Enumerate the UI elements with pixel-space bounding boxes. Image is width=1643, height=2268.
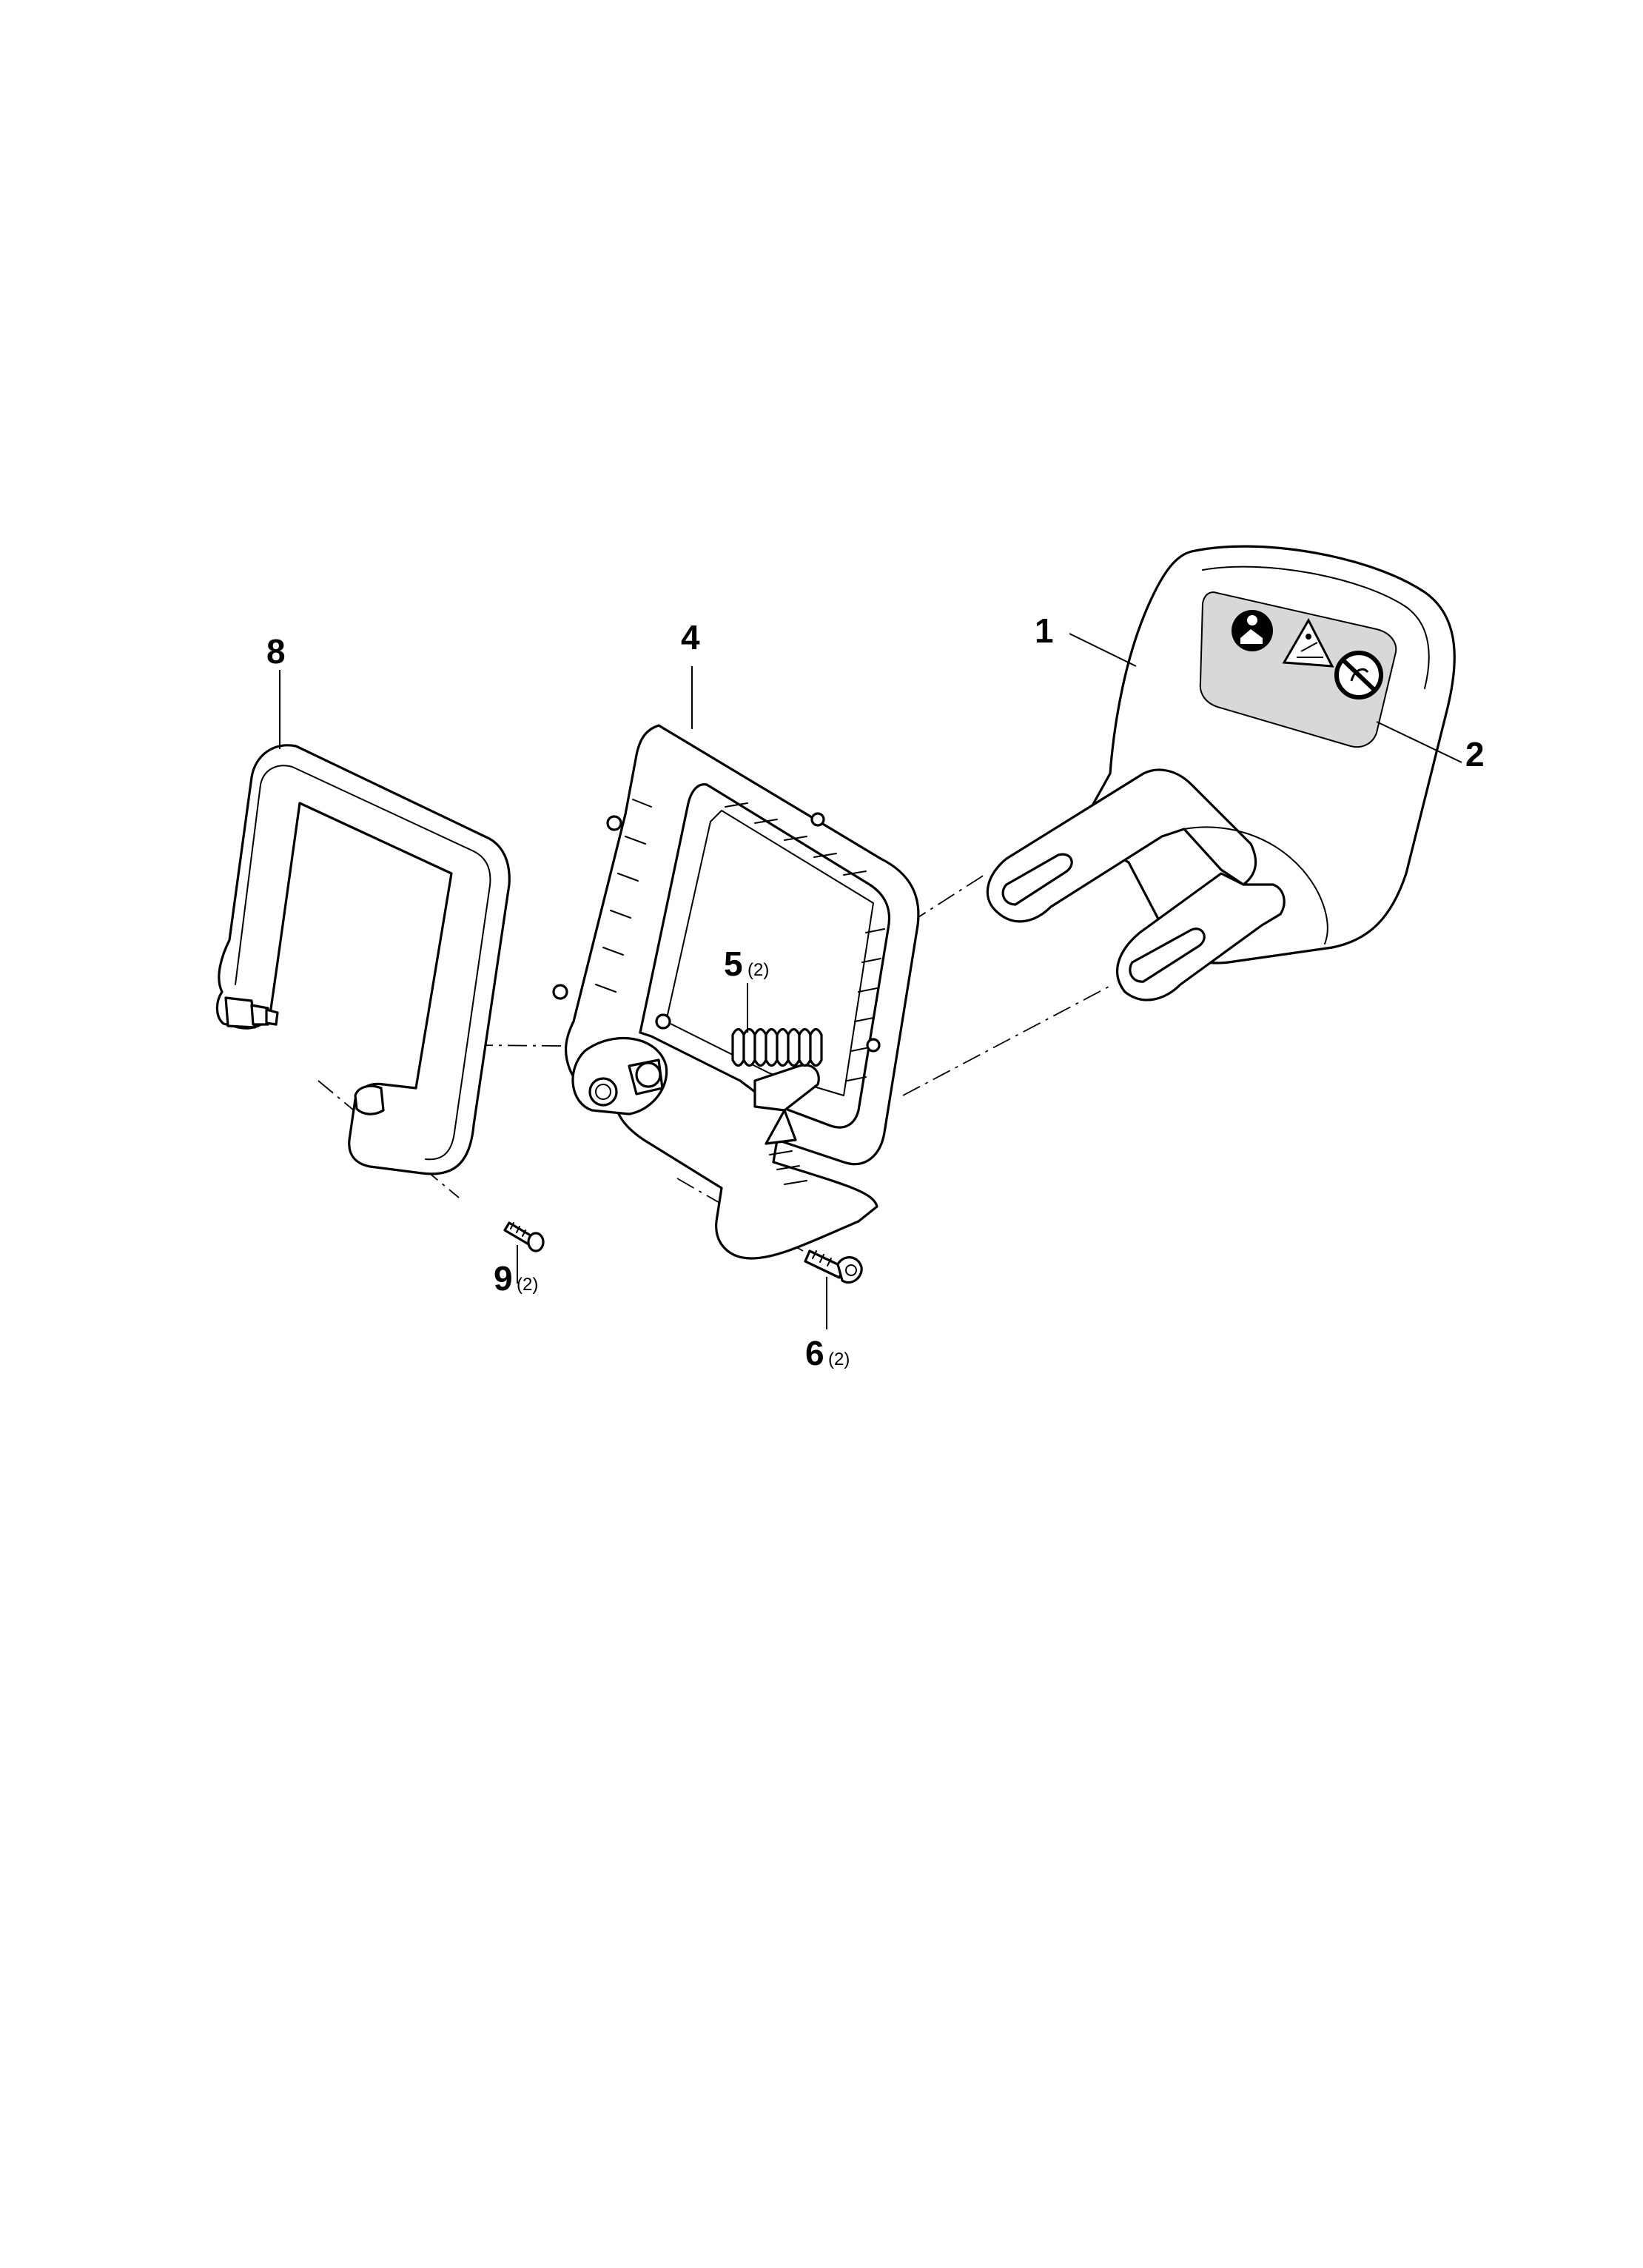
- callout-labels: 1 2 4 5 (2) 6 (2) 8 9 (2): [266, 611, 1485, 1372]
- callout-4-label: 4: [681, 618, 700, 657]
- callout-9-qty: (2): [517, 1275, 538, 1295]
- callout-6-label: 6: [805, 1334, 824, 1372]
- part-8-front-handle: [215, 744, 511, 1175]
- callout-1-label: 1: [1035, 611, 1054, 650]
- no-spray-icon: [1334, 651, 1383, 699]
- thrown-objects-warning-icon: [1282, 617, 1334, 668]
- read-manual-icon: [1232, 610, 1273, 651]
- part-5-spring: [731, 1027, 823, 1067]
- part-9-screw: [503, 1221, 545, 1252]
- leader-1: [1069, 633, 1137, 667]
- callout-9-label: 9: [494, 1259, 513, 1298]
- part-4-handle-bracket: [552, 724, 920, 1260]
- leader-2: [1376, 721, 1462, 763]
- leader-lines: [279, 633, 1462, 1329]
- callout-2-label: 2: [1465, 735, 1485, 774]
- part-1-guard: [986, 545, 1456, 1002]
- callout-5-qty: (2): [747, 960, 769, 980]
- callout-6-qty: (2): [828, 1349, 850, 1369]
- callout-5-label: 5: [724, 945, 743, 983]
- callout-8-label: 8: [266, 632, 286, 671]
- part-6-bolt: [804, 1249, 863, 1284]
